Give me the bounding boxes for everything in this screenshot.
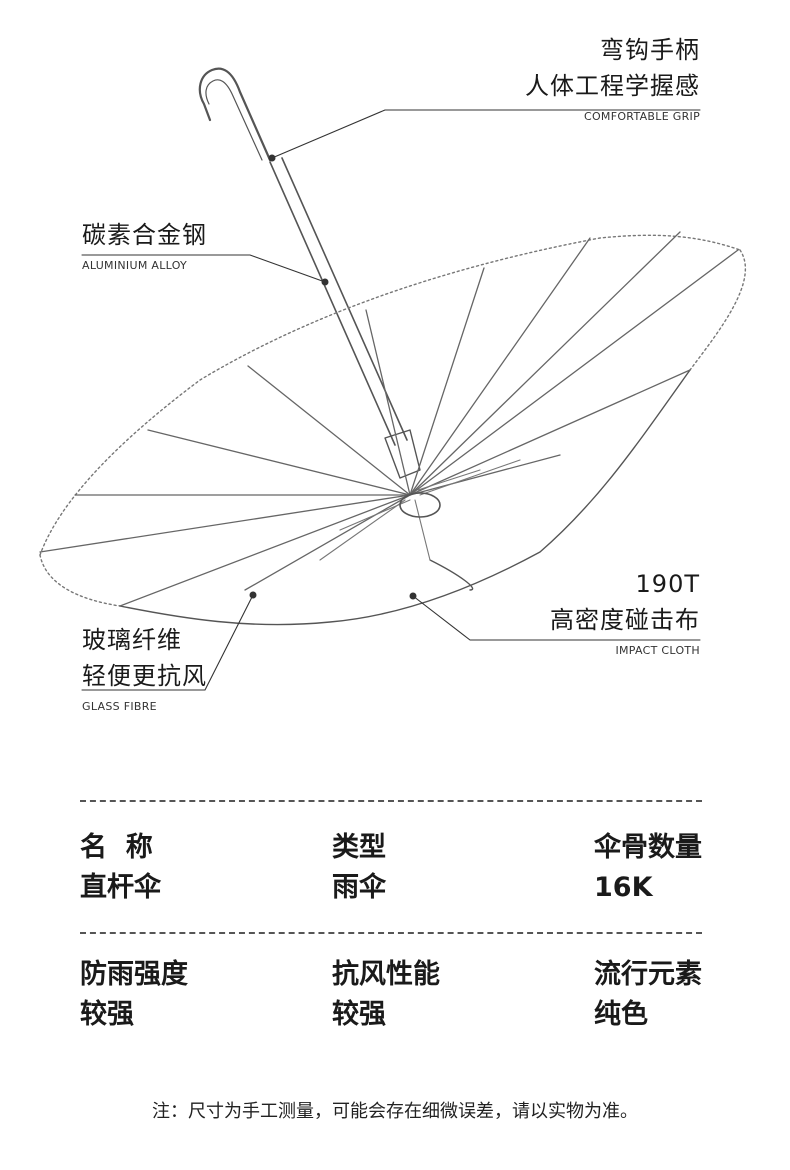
callout-fibre-subtitle: 轻便更抗风 — [82, 662, 207, 690]
spec-style: 流行元素 纯色 — [594, 955, 702, 1035]
callout-impact-cloth: 190T 高密度碰击布 IMPACT CLOTH — [550, 566, 700, 657]
callout-comfortable-grip: 弯钩手柄 人体工程学握感 COMFORTABLE GRIP — [525, 32, 700, 123]
callout-cloth-en: IMPACT CLOTH — [615, 644, 700, 657]
spec-rib-count: 伞骨数量 16K — [594, 828, 702, 908]
spec-label: 抗风性能 — [332, 959, 440, 990]
divider-middle — [80, 932, 702, 934]
callout-grip-en: COMFORTABLE GRIP — [583, 110, 700, 123]
callout-grip-subtitle: 人体工程学握感 — [525, 72, 700, 100]
spec-value: 较强 — [80, 999, 134, 1030]
spec-name: 名 称 直杆伞 — [80, 828, 161, 908]
leader-grip — [271, 109, 701, 159]
spec-value: 直杆伞 — [80, 872, 161, 903]
spec-label: 名 称 — [80, 832, 153, 863]
hook-handle — [198, 67, 272, 162]
measurement-note: 注：尺寸为手工测量，可能会存在细微误差，请以实物为准。 — [152, 1101, 638, 1122]
divider-top — [80, 800, 702, 802]
callout-grip-title: 弯钩手柄 — [600, 36, 700, 64]
callout-aluminium-alloy: 碳素合金钢 ALUMINIUM ALLOY — [82, 217, 207, 272]
callout-fibre-title: 玻璃纤维 — [82, 626, 182, 654]
spec-label: 防雨强度 — [80, 959, 188, 990]
callout-alloy-en: ALUMINIUM ALLOY — [82, 259, 188, 272]
spec-value: 雨伞 — [332, 872, 386, 903]
umbrella-illustration — [39, 67, 746, 691]
spec-label: 伞骨数量 — [594, 832, 702, 863]
callout-alloy-title: 碳素合金钢 — [82, 221, 207, 249]
spec-type: 类型 雨伞 — [332, 828, 386, 908]
callout-cloth-title: 190T — [635, 570, 700, 598]
leader-fibre — [81, 594, 254, 691]
spec-value: 16K — [594, 872, 653, 903]
callout-cloth-subtitle: 高密度碰击布 — [550, 606, 700, 634]
leader-cloth — [412, 595, 701, 641]
spec-label: 类型 — [332, 832, 386, 863]
leader-alloy — [81, 254, 326, 283]
shaft — [269, 157, 408, 446]
canopy-edge — [39, 234, 741, 556]
spec-value: 纯色 — [594, 999, 648, 1030]
spec-label: 流行元素 — [594, 959, 702, 990]
callout-glass-fibre: 玻璃纤维 轻便更抗风 GLASS FIBRE — [82, 622, 207, 713]
spec-value: 较强 — [332, 999, 386, 1030]
spec-rain-resistance: 防雨强度 较强 — [80, 955, 188, 1035]
spec-wind-resistance: 抗风性能 较强 — [332, 955, 440, 1035]
callout-fibre-en: GLASS FIBRE — [82, 700, 157, 713]
